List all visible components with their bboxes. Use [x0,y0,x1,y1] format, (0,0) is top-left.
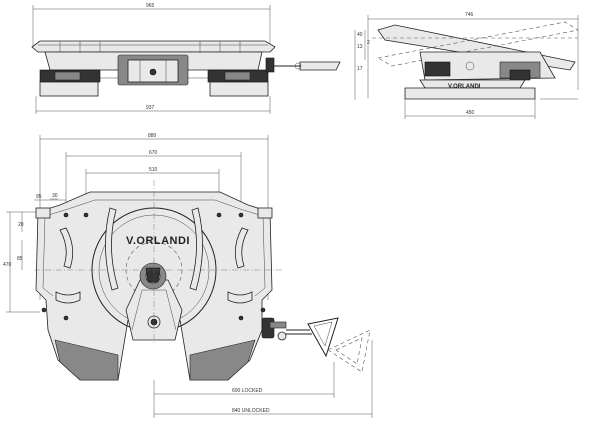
front-elevation-view: 965 [31,3,341,114]
dim-top-overall-width: 965 [146,3,155,9]
dim-side-overall-length: 746 [465,12,474,18]
dim-side-b: 13 [357,44,363,50]
dim-plan-outer: 880 [148,133,157,139]
dim-side-base-length: 450 [466,110,475,116]
dim-plan-hole-offset: 95 [36,194,42,200]
dim-unlocked: 840 UNLOCKED [232,408,270,414]
dim-plan-hole-spacing: 30 [52,193,58,199]
dim-side-d: 2 [367,40,370,46]
dim-side-a: 40 [357,32,363,38]
side-elevation-view: 746 40 13 17 2 V.ORLANDI 450 [354,12,579,119]
logo-main: V.ORLANDI [126,235,190,247]
dim-locked: 600 LOCKED [232,388,263,394]
dim-plan-left-height: 470 [3,262,12,268]
plan-view: 880 670 510 95 30 470 20 85 [3,133,373,418]
logo-side: V.ORLANDI [448,84,481,90]
dim-plan-left-center: 85 [17,256,23,262]
dim-plan-mid: 670 [149,150,158,156]
dim-plan-inner: 510 [149,167,158,173]
dim-side-c: 17 [357,66,363,72]
dim-plan-left-small: 20 [18,222,24,228]
dim-top-base-width: 937 [146,105,155,111]
